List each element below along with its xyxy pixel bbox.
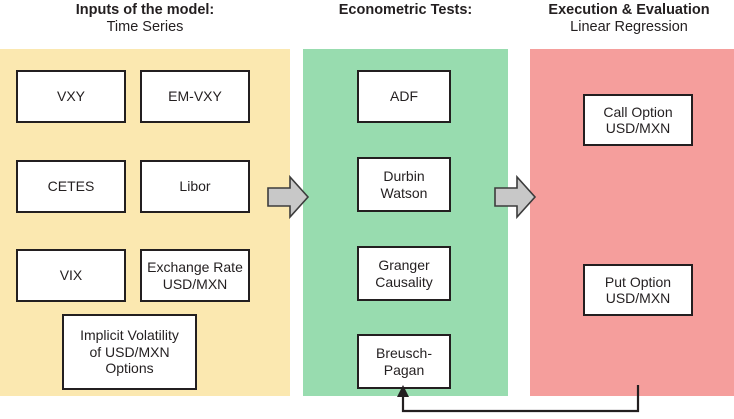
node-granger-causality[interactable]: Granger Causality [357, 246, 451, 301]
node-exchange-rate-usd-mxn[interactable]: Exchange Rate USD/MXN [140, 249, 250, 302]
node-cetes[interactable]: CETES [16, 160, 126, 213]
node-vxy[interactable]: VXY [16, 70, 126, 123]
node-vix[interactable]: VIX [16, 249, 126, 302]
column-header-inputs: Inputs of the model: Time Series [0, 2, 290, 36]
node-adf[interactable]: ADF [357, 70, 451, 123]
column-header-tests: Econometric Tests: [303, 2, 508, 19]
node-breusch-pagan[interactable]: Breusch- Pagan [357, 334, 451, 389]
node-em-vxy[interactable]: EM-VXY [140, 70, 250, 123]
column-title-inputs: Inputs of the model: [75, 2, 215, 18]
node-put-option-usd-mxn[interactable]: Put Option USD/MXN [583, 264, 693, 316]
node-implicit-volatility-usd-mxn-options[interactable]: Implicit Volatility of USD/MXN Options [62, 314, 197, 390]
node-call-option-usd-mxn[interactable]: Call Option USD/MXN [583, 94, 693, 146]
column-subtitle-inputs: Time Series [106, 19, 184, 36]
feedback-arrow-execution-to-tests [397, 385, 640, 413]
arrow-right-icon-tests-to-execution [494, 174, 537, 220]
node-libor[interactable]: Libor [140, 160, 250, 213]
column-title-tests: Econometric Tests: [338, 2, 473, 18]
column-subtitle-execution: Linear Regression [570, 19, 688, 36]
node-durbin-watson[interactable]: Durbin Watson [357, 157, 451, 212]
arrow-right-icon-inputs-to-tests [267, 174, 310, 220]
column-header-execution: Execution & Evaluation Linear Regression [524, 2, 734, 36]
column-title-execution: Execution & Evaluation [548, 2, 710, 18]
